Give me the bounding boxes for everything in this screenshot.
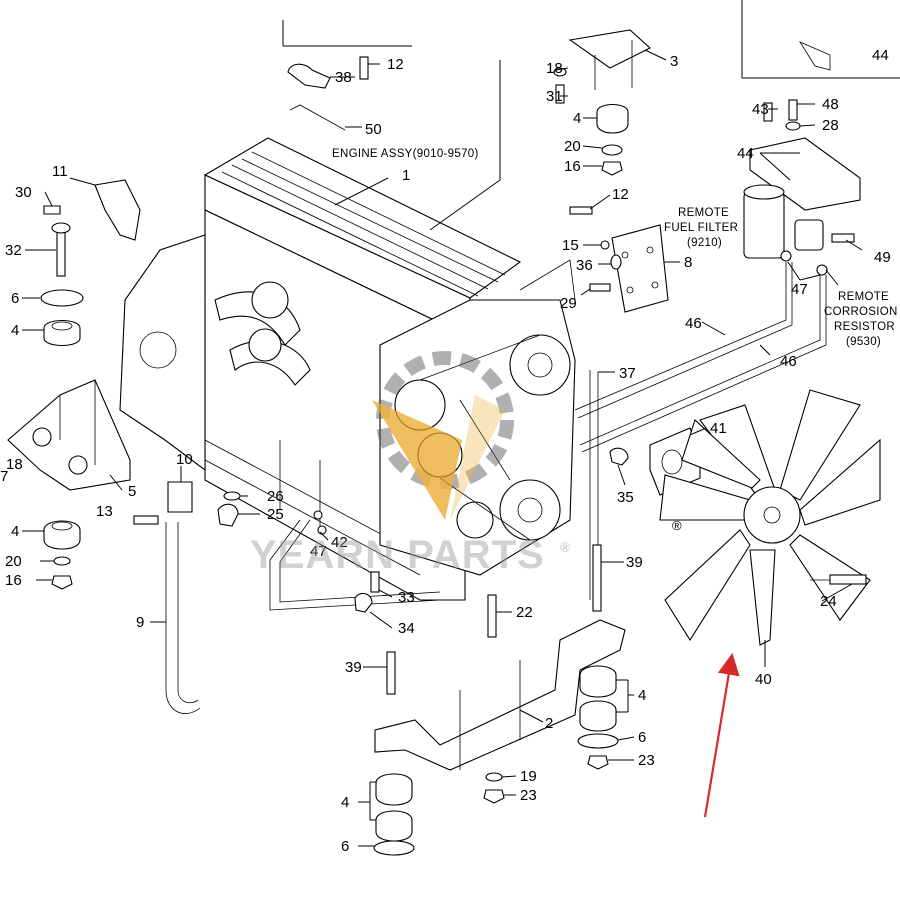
part-38-clamp xyxy=(287,56,369,131)
callout-2: 2 xyxy=(545,715,553,732)
callout-4: 4 xyxy=(341,794,349,811)
callout-28: 28 xyxy=(822,117,839,134)
callout-6: 6 xyxy=(11,290,19,307)
callout-47: 47 xyxy=(310,543,327,560)
callout-49: 49 xyxy=(874,249,891,266)
bracket-8 xyxy=(569,206,669,313)
watermark-registered-mark: ® xyxy=(560,539,571,555)
svg-text:®: ® xyxy=(672,518,682,533)
corrosion-resistor-label-2: CORROSION xyxy=(824,306,898,318)
corrosion-resistor-label-3: RESISTOR xyxy=(834,321,895,333)
callout-43: 43 xyxy=(752,101,769,118)
watermark-text: YEARN PARTS xyxy=(250,533,545,577)
callout-39: 39 xyxy=(345,659,362,676)
cooling-fan-40: ® xyxy=(659,389,881,646)
oil-lines xyxy=(269,510,441,613)
callout-42: 42 xyxy=(331,534,348,551)
callout-16: 16 xyxy=(5,572,22,589)
callout-37: 37 xyxy=(619,365,636,382)
callout-20: 20 xyxy=(564,138,581,155)
callout-7: 7 xyxy=(0,468,8,485)
fuel-lines xyxy=(574,262,827,453)
callout-46: 46 xyxy=(780,353,797,370)
callout-32: 32 xyxy=(5,242,22,259)
callout-31: 31 xyxy=(546,88,563,105)
callout-36: 36 xyxy=(576,257,593,274)
callout-46: 46 xyxy=(685,315,702,332)
callout-39: 39 xyxy=(626,554,643,571)
corrosion-resistor-label-1: REMOTE xyxy=(838,291,889,303)
callout-10: 10 xyxy=(176,451,193,468)
left-hardware-stack xyxy=(40,205,84,590)
callout-4: 4 xyxy=(11,523,19,540)
callout-12: 12 xyxy=(612,186,629,203)
engine-block xyxy=(119,137,576,601)
engine-assy-label: ENGINE ASSY(9010-9570) xyxy=(332,148,479,160)
left-mount-bracket xyxy=(7,379,131,491)
fuel-filter-label-2: FUEL FILTER xyxy=(664,222,738,234)
callout-26: 26 xyxy=(267,488,284,505)
callout-4: 4 xyxy=(638,687,646,704)
clamp-35 xyxy=(609,447,629,466)
callout-50: 50 xyxy=(365,121,382,138)
callout-23: 23 xyxy=(520,787,537,804)
callout-3: 3 xyxy=(670,53,678,70)
fuel-filter-label-1: REMOTE xyxy=(678,207,729,219)
callout-48: 48 xyxy=(822,96,839,113)
callout-1: 1 xyxy=(402,167,410,184)
callout-29: 29 xyxy=(560,295,577,312)
callout-23: 23 xyxy=(638,752,655,769)
callout-41: 41 xyxy=(710,420,727,437)
callout-24: 24 xyxy=(820,593,837,610)
callout-18: 18 xyxy=(546,60,563,77)
corrosion-resistor-label-4: (9530) xyxy=(846,336,881,348)
callout-22: 22 xyxy=(516,604,533,621)
callout-30: 30 xyxy=(15,184,32,201)
top-left-box xyxy=(282,20,412,47)
callout-12: 12 xyxy=(387,56,404,73)
callout-13: 13 xyxy=(96,503,113,520)
watermark-logo xyxy=(372,351,514,520)
callout-18: 18 xyxy=(6,456,23,473)
part-11-bracket xyxy=(94,179,141,241)
callout-4: 4 xyxy=(573,110,581,127)
leader-lines xyxy=(22,49,863,847)
remote-filters xyxy=(743,99,861,276)
callout-38: 38 xyxy=(335,69,352,86)
bottom-right-mount-stack xyxy=(577,665,619,770)
callout-15: 15 xyxy=(562,237,579,254)
frame-rail-2 xyxy=(374,544,626,771)
fuel-filter-label-3: (9210) xyxy=(687,237,722,249)
callout-34: 34 xyxy=(398,620,415,637)
callout-33: 33 xyxy=(398,589,415,606)
callout-35: 35 xyxy=(617,489,634,506)
callout-25: 25 xyxy=(267,506,284,523)
top-right-box xyxy=(741,0,900,79)
callout-16: 16 xyxy=(564,158,581,175)
red-pointer-arrow xyxy=(703,652,740,818)
callout-44: 44 xyxy=(872,47,889,64)
top-center-mount xyxy=(553,29,651,176)
bottom-center-mount-stack xyxy=(373,772,505,856)
callout-20: 20 xyxy=(5,553,22,570)
callout-9: 9 xyxy=(136,614,144,631)
callout-6: 6 xyxy=(638,729,646,746)
callout-40: 40 xyxy=(755,671,772,688)
callout-4: 4 xyxy=(11,322,19,339)
callout-8: 8 xyxy=(684,254,692,271)
callout-44: 44 xyxy=(737,145,754,162)
callout-6: 6 xyxy=(341,838,349,855)
bracket-and-pipe-9 xyxy=(133,481,241,714)
callout-47: 47 xyxy=(791,281,808,298)
callout-5: 5 xyxy=(128,483,136,500)
callout-11: 11 xyxy=(52,163,68,180)
callout-19: 19 xyxy=(520,768,537,785)
callout-numbers: 44 3 18 31 4 20 16 38 12 50 1 11 30 32 6… xyxy=(0,47,891,855)
